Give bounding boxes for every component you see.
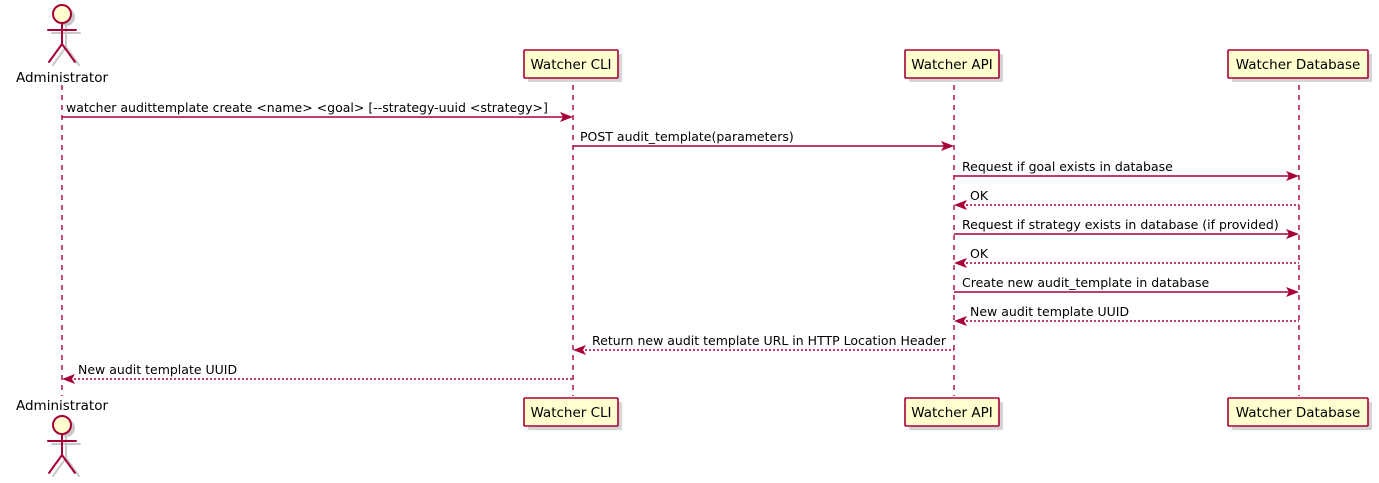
message-8[interactable]: New audit template UUID [954, 304, 1299, 326]
message-10[interactable]: New audit template UUID [62, 362, 573, 384]
actor-administrator-top[interactable]: Administrator [16, 4, 108, 86]
arrowhead-right-icon [1286, 287, 1299, 297]
arrowhead-left-icon [954, 200, 967, 210]
message-label: POST audit_template(parameters) [580, 129, 794, 144]
participant-box-watcher-api-bottom[interactable]: Watcher API [904, 397, 1003, 430]
message-label: OK [970, 246, 989, 261]
participant-box-watcher-database-top[interactable]: Watcher Database [1227, 49, 1372, 82]
arrowhead-left-icon [573, 345, 586, 355]
actor-administrator-bottom[interactable]: Administrator [16, 398, 108, 477]
participant-box-watcher-cli-bottom[interactable]: Watcher CLI [523, 397, 622, 430]
participant-label-watcher-database: Watcher Database [1236, 405, 1361, 421]
message-4[interactable]: OK [954, 188, 1299, 210]
arrowhead-right-icon [560, 112, 573, 122]
message-7[interactable]: Create new audit_template in database [954, 275, 1299, 297]
arrowhead-left-icon [954, 316, 967, 326]
message-label: Request if strategy exists in database (… [962, 217, 1279, 232]
arrowhead-right-icon [941, 141, 954, 151]
arrowhead-left-icon [62, 374, 75, 384]
message-1[interactable]: watcher audittemplate create <name> <goa… [62, 100, 573, 122]
message-3[interactable]: Request if goal exists in database [954, 159, 1299, 181]
message-label: Return new audit template URL in HTTP Lo… [592, 333, 947, 348]
participant-label-watcher-database: Watcher Database [1236, 57, 1361, 73]
actor-head-icon [52, 415, 72, 435]
participant-label-watcher-cli: Watcher CLI [530, 405, 611, 421]
arrowhead-right-icon [1286, 171, 1299, 181]
arrowhead-left-icon [954, 258, 967, 268]
actor-leg-left-icon [48, 43, 63, 63]
participant-label-watcher-api: Watcher API [911, 57, 993, 73]
actor-label-administrator-top: Administrator [16, 70, 108, 86]
actor-label-administrator-bottom: Administrator [16, 398, 108, 414]
message-label: watcher audittemplate create <name> <goa… [66, 100, 548, 115]
actor-head-icon [52, 4, 72, 24]
actor-leg-right-icon [61, 454, 76, 474]
message-9[interactable]: Return new audit template URL in HTTP Lo… [573, 333, 954, 355]
participant-label-watcher-api: Watcher API [911, 405, 993, 421]
actor-leg-left-icon [48, 454, 63, 474]
actor-leg-right-icon [61, 43, 76, 63]
message-label: Request if goal exists in database [962, 159, 1173, 174]
message-label: New audit template UUID [970, 304, 1129, 319]
participant-box-watcher-database-bottom[interactable]: Watcher Database [1227, 397, 1372, 430]
message-label: New audit template UUID [78, 362, 237, 377]
message-2[interactable]: POST audit_template(parameters) [573, 129, 954, 151]
message-label: OK [970, 188, 989, 203]
arrowhead-right-icon [1286, 229, 1299, 239]
lifelines-group [61, 85, 1300, 396]
message-5[interactable]: Request if strategy exists in database (… [954, 217, 1299, 239]
message-6[interactable]: OK [954, 246, 1299, 268]
participant-box-watcher-api-top[interactable]: Watcher API [904, 49, 1003, 82]
participant-label-watcher-cli: Watcher CLI [530, 57, 611, 73]
message-label: Create new audit_template in database [962, 275, 1209, 290]
participant-box-watcher-cli-top[interactable]: Watcher CLI [523, 49, 622, 82]
